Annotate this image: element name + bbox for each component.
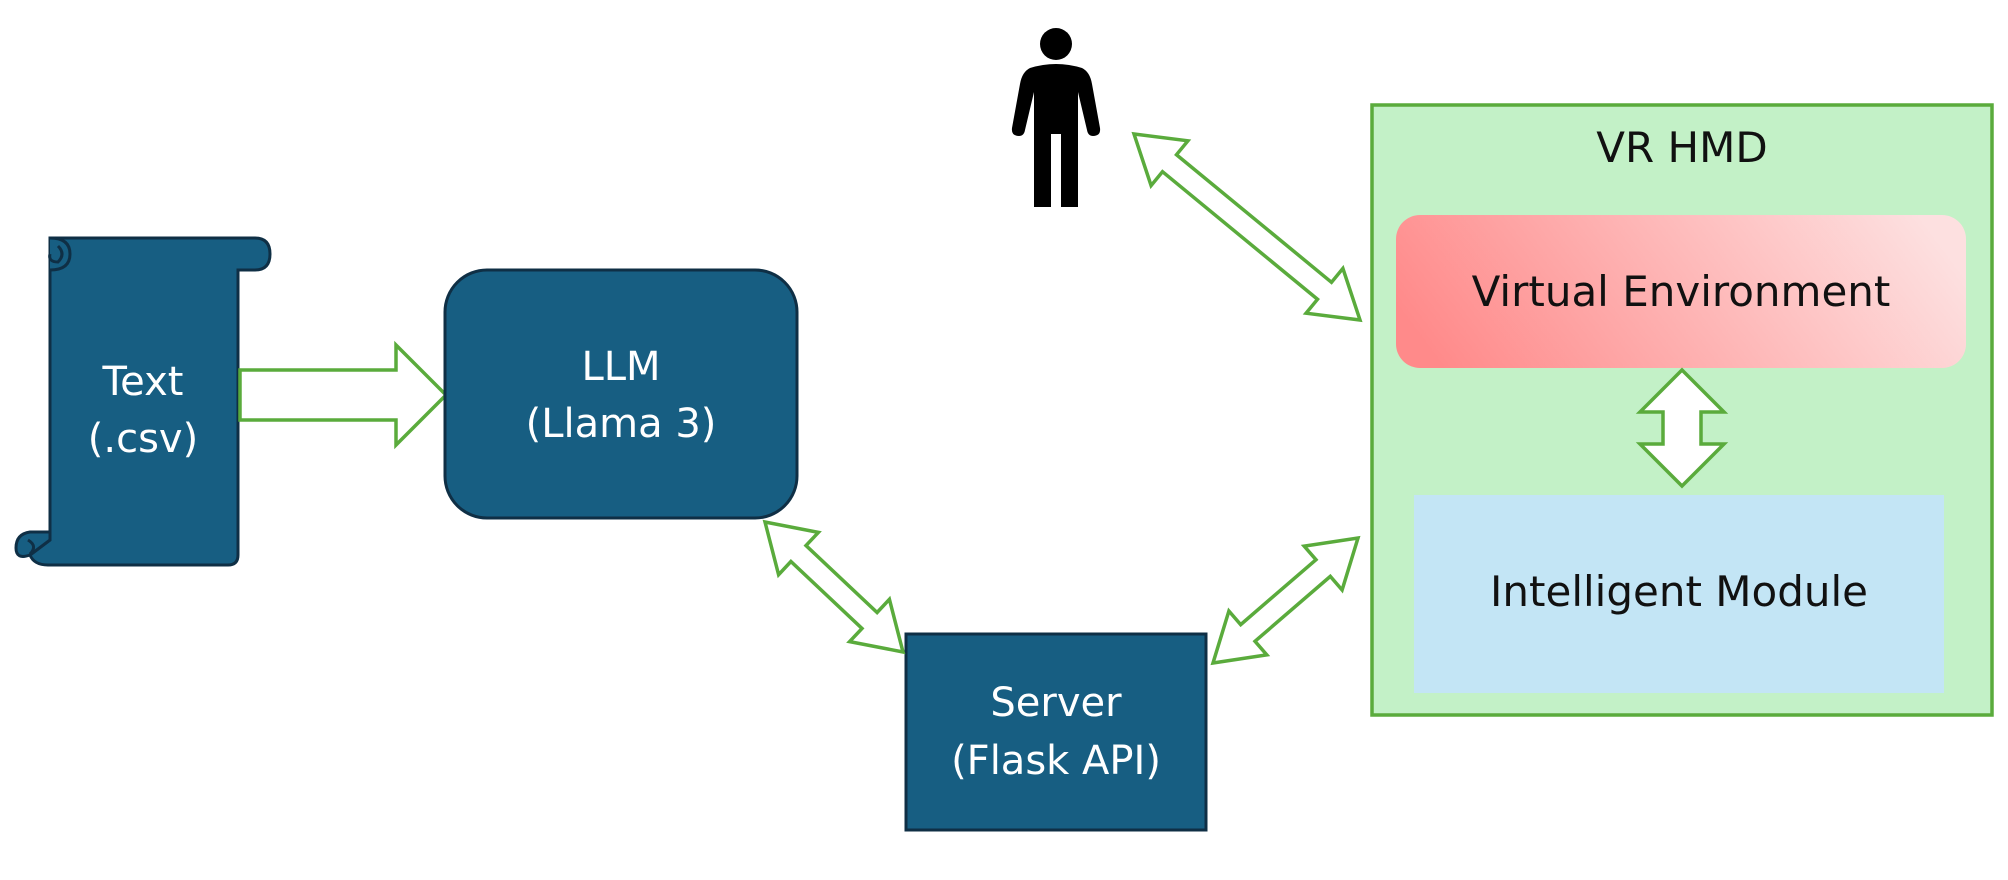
virtual-environment-label: Virtual Environment xyxy=(1472,267,1891,316)
server-line1: Server xyxy=(990,680,1122,726)
llm-box: LLM (Llama 3) xyxy=(443,268,799,520)
llm-server-double-arrow xyxy=(762,519,906,655)
vr-hmd-title: VR HMD xyxy=(1596,123,1767,172)
server-box: Server (Flask API) xyxy=(904,632,1208,832)
ve-im-double-arrow xyxy=(1635,367,1729,489)
llm-line2: (Llama 3) xyxy=(526,401,717,447)
text-to-llm-arrow xyxy=(238,340,449,450)
text-source-line2: (.csv) xyxy=(88,416,198,462)
person-vr-double-arrow xyxy=(1131,131,1363,323)
person-icon xyxy=(1011,28,1101,207)
intelligent-module-box: Intelligent Module xyxy=(1414,495,1944,693)
server-vr-double-arrow xyxy=(1210,535,1361,666)
llm-line1: LLM xyxy=(581,344,660,390)
text-csv-scroll: Text (.csv) xyxy=(14,236,272,567)
connector-arrows xyxy=(762,131,1363,666)
intelligent-module-label: Intelligent Module xyxy=(1490,567,1868,616)
server-line2: (Flask API) xyxy=(951,738,1161,784)
virtual-environment-box: Virtual Environment xyxy=(1396,215,1966,368)
text-source-line1: Text xyxy=(102,359,184,405)
